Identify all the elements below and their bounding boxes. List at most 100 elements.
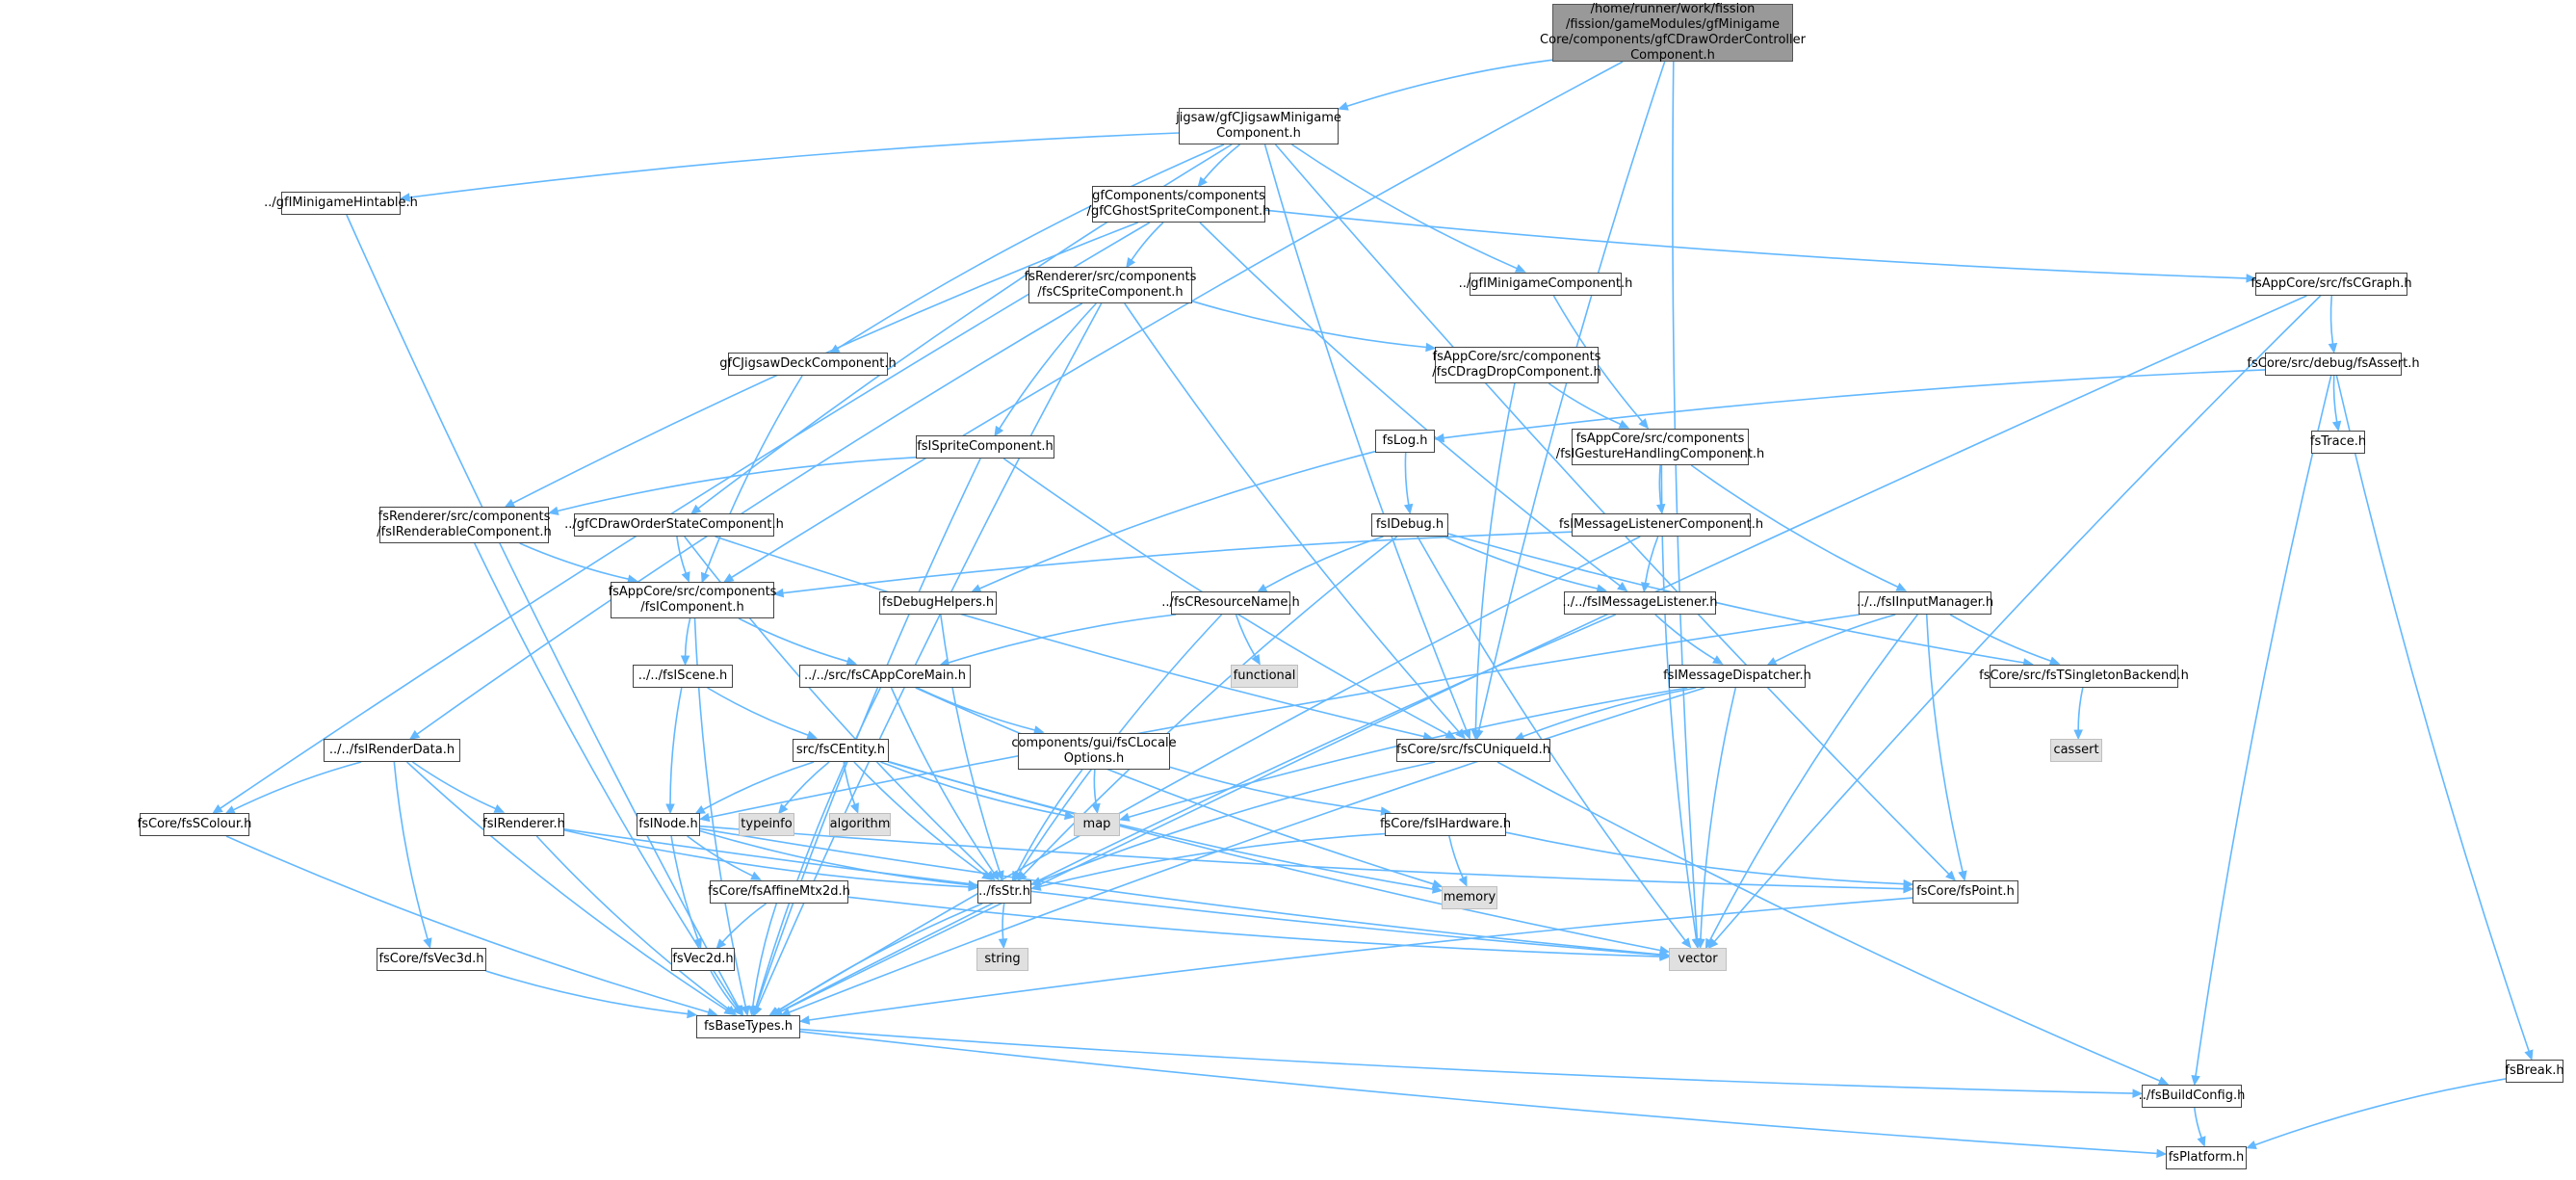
edge-icomponent-to-appcoremain (738, 617, 848, 663)
edge-dispatcher-to-basetypes (789, 687, 1705, 1013)
edge-assert-to-buildconfig (2195, 375, 2332, 1077)
node-assert[interactable]: fsCore/src/debug/fsAssert.h (2247, 353, 2420, 376)
arrowhead-resname-to-functional (1251, 653, 1261, 666)
node-inode[interactable]: fsINode.h (637, 813, 700, 836)
arrowhead-spritecomp-to-renderdata (408, 729, 421, 741)
edge-vec2d-to-basetypes (710, 970, 737, 1010)
arrowhead-ghost-to-spritecomp (1126, 257, 1136, 269)
node-algorithm: algorithm (829, 813, 891, 836)
edge-ihardware-to-memory (1448, 835, 1464, 878)
node-uniqueid[interactable]: fsCore/src/fsCUniqueId.h (1396, 739, 1550, 762)
edge-ihardware-to-point (1505, 831, 1905, 885)
node-singleton[interactable]: fsCore/src/fsTSingletonBackend.h (1979, 665, 2189, 688)
node-log[interactable]: fsLog.h (1375, 430, 1435, 453)
node-dispatcher[interactable]: fsIMessageDispatcher.h (1663, 665, 1811, 688)
arrowhead-msglistener-to-dispatcher (1711, 655, 1724, 665)
arrowhead-iscene-to-inode (665, 803, 675, 815)
arrowhead-centity-to-typeinfo (777, 803, 789, 815)
node-inputmgr[interactable]: ../../fsIInputManager.h (1857, 591, 1993, 615)
node-iscene[interactable]: ../../fsIScene.h (633, 665, 733, 688)
edge-colour-to-basetypes (225, 835, 709, 1013)
arrowhead-icomponent-to-appcoremain (846, 656, 858, 667)
arrowhead-inputmgr-to-vector (1704, 937, 1714, 950)
edge-renderdata-to-vec3d (393, 761, 429, 940)
edge-msglistenercomp-to-msglistener (1644, 536, 1659, 584)
arrowhead-break-to-platform (2246, 1141, 2257, 1149)
node-idebug[interactable]: fsIDebug.h (1371, 513, 1448, 537)
arrowhead-centity-to-algorithm (850, 802, 859, 814)
node-msglistenercomp[interactable]: fsIMessageListenerComponent.h (1559, 513, 1763, 537)
node-vec3d[interactable]: fsCore/fsVec3d.h (377, 948, 486, 971)
edge-jigsaw-to-point (1274, 144, 1950, 875)
edge-graphh-to-basetypes (780, 295, 2307, 1012)
node-isprite[interactable]: fsISpriteComponent.h (916, 435, 1054, 459)
node-centity[interactable]: src/fsCEntity.h (793, 739, 889, 762)
edge-inode-to-vec2d (670, 835, 699, 940)
node-point[interactable]: fsCore/fsPoint.h (1912, 880, 2018, 904)
node-resname[interactable]: ../fsCResourceName.h (1161, 591, 1300, 615)
edge-hintable-to-basetypes (346, 214, 740, 1009)
edge-ihardware-to-fsstr (1039, 832, 1386, 888)
node-renderdata[interactable]: ../../fsIRenderData.h (324, 739, 460, 762)
node-graphh[interactable]: fsAppCore/src/fsCGraph.h (2251, 273, 2412, 296)
node-vector: vector (1669, 948, 1727, 971)
edge-fsstr-to-string (1002, 903, 1005, 940)
edge-root-to-icomponent (731, 61, 1624, 579)
edge-log-to-debughelpers (978, 450, 1376, 590)
arrowhead-affine-to-vec2d (716, 938, 727, 950)
arrowhead-inode-to-fsstr (968, 879, 979, 890)
node-fsstr[interactable]: ../fsStr.h (977, 880, 1031, 904)
edge-graphh-to-assert (2329, 295, 2334, 345)
node-root: /home/runner/work/fission /fission/gameM… (1540, 2, 1806, 63)
edge-iscene-to-centity (707, 687, 809, 736)
node-clocale[interactable]: components/gui/fsCLocale Options.h (1011, 733, 1177, 770)
node-renderable[interactable]: fsRenderer/src/components /fsIRenderable… (377, 507, 552, 543)
node-vec2d[interactable]: fsVec2d.h (671, 948, 735, 971)
edge-clocale-to-map (1093, 769, 1097, 805)
edge-isprite-to-renderable (557, 457, 917, 512)
node-ihardware[interactable]: fsCore/fsIHardware.h (1380, 813, 1511, 836)
node-spritecomp[interactable]: fsRenderer/src/components /fsCSpriteComp… (1025, 267, 1196, 303)
edge-root-to-jigsaw (1346, 59, 1553, 108)
node-platform[interactable]: fsPlatform.h (2166, 1146, 2247, 1169)
node-msglistener[interactable]: ../../fsIMessageListener.h (1563, 591, 1717, 615)
node-appcoremain[interactable]: ../../src/fsCAppCoreMain.h (799, 665, 971, 688)
node-jigsaw[interactable]: jigsaw/gfCJigsawMinigame Component.h (1176, 108, 1341, 144)
node-dragdrop[interactable]: fsAppCore/src/components /fsCDragDropCom… (1432, 347, 1601, 383)
edge-ghost-to-msglistener (1199, 222, 1621, 587)
node-break[interactable]: fsBreak.h (2505, 1060, 2564, 1083)
node-trace[interactable]: fsTrace.h (2310, 431, 2366, 454)
arrowhead-iscene-to-centity (806, 730, 818, 740)
arrowhead-ghost-to-graphh (2246, 274, 2257, 283)
node-ghost[interactable]: gfComponents/components /gfCGhostSpriteC… (1087, 186, 1270, 223)
node-irenderer[interactable]: fsIRenderer.h (482, 813, 565, 836)
node-minigamecomp[interactable]: ../gfIMinigameComponent.h (1459, 273, 1632, 296)
node-gesture[interactable]: fsAppCore/src/components /fsIGestureHand… (1556, 429, 1764, 465)
arrowhead-dispatcher-to-map (1118, 812, 1131, 822)
edge-ghost-to-graphh (1264, 209, 2248, 279)
edge-spritecomp-to-basetypes (757, 302, 1103, 1009)
edge-idebug-to-singleton (1447, 533, 2024, 664)
arrowhead-icomponent-to-basetypes (741, 1005, 750, 1017)
arrowhead-ihardware-to-memory (1458, 876, 1468, 887)
node-hintable[interactable]: ../gfIMinigameHintable.h (264, 192, 418, 215)
node-colour[interactable]: fsCore/fsSColour.h (138, 813, 251, 836)
edge-spritecomp-to-renderdata (416, 302, 1083, 735)
node-icomponent[interactable]: fsAppCore/src/components /fsIComponent.h (609, 582, 776, 618)
arrowhead-fsstr-to-string (998, 938, 1008, 950)
node-basetypes[interactable]: fsBaseTypes.h (696, 1015, 800, 1038)
arrowhead-jigsaw-to-point (1945, 870, 1956, 881)
node-buildconfig[interactable]: ../fsBuildConfig.h (2139, 1085, 2245, 1108)
node-deck[interactable]: gfCJigsawDeckComponent.h (719, 353, 897, 376)
node-drawstate[interactable]: ../gfCDrawOrderStateComponent.h (564, 513, 784, 537)
arrowhead-centity-to-inode (694, 804, 706, 815)
node-affine[interactable]: fsCore/fsAffineMtx2d.h (708, 880, 850, 904)
arrowhead-gesture-to-msglistenercomp (1655, 503, 1666, 515)
arrowhead-point-to-basetypes (798, 1015, 811, 1025)
edge-centity-to-typeinfo (783, 761, 830, 808)
arrowhead-graphh-to-assert (2328, 342, 2338, 354)
edge-centity-to-map (880, 761, 1066, 817)
node-debughelpers[interactable]: fsDebugHelpers.h (879, 591, 997, 615)
edge-icomponent-to-iscene (684, 617, 691, 657)
